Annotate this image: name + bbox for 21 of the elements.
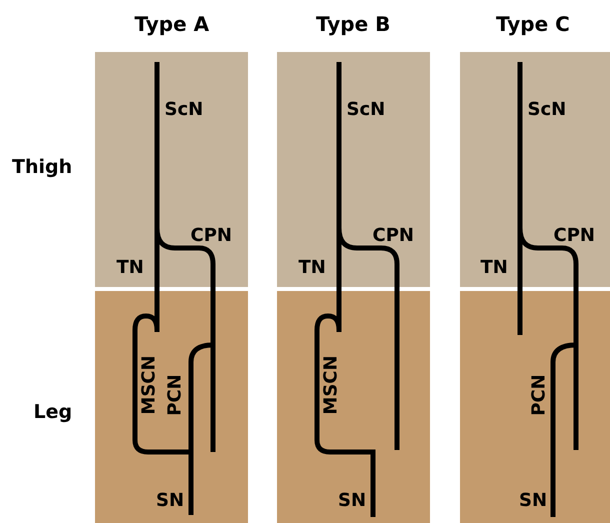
nerve-label: SN bbox=[338, 492, 366, 510]
column-heading: Type C bbox=[496, 14, 570, 34]
nerve-label: PCN bbox=[166, 374, 184, 416]
nerve-label: TN bbox=[298, 259, 326, 277]
row-label: Leg bbox=[34, 402, 72, 422]
column-heading: Type B bbox=[316, 14, 390, 34]
nerve-label: MSCN bbox=[140, 355, 158, 415]
nerve-label: SN bbox=[519, 492, 548, 510]
nerve-label: TN bbox=[116, 259, 144, 277]
nerve-label: PCN bbox=[530, 374, 548, 416]
nerve-label: ScN bbox=[164, 101, 204, 119]
nerve-label: ScN bbox=[346, 101, 386, 119]
nerve-label: CPN bbox=[190, 227, 232, 245]
nerve-label: CPN bbox=[554, 227, 595, 245]
nerve-label: CPN bbox=[372, 227, 414, 245]
nerve-label: MSCN bbox=[322, 355, 340, 415]
row-label: Thigh bbox=[12, 158, 72, 176]
nerve-label: SN bbox=[156, 492, 184, 510]
nerve-label: ScN bbox=[528, 101, 566, 119]
nerve-label: TN bbox=[480, 259, 508, 277]
column-heading: Type A bbox=[134, 14, 210, 34]
